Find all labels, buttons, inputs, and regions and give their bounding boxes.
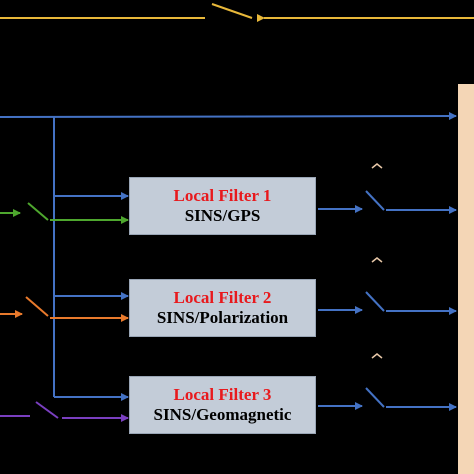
filter1-output-line [318,163,457,214]
top-feedback-line [0,3,474,22]
hat-symbol-2 [371,257,383,263]
gps-input-line [0,202,129,224]
local-filter-2-title: Local Filter 2 [173,288,272,308]
filter1-switch [365,190,385,211]
sins-bus-line [0,112,457,401]
polarization-input-line [0,296,129,322]
local-filter-3-title: Local Filter 3 [173,385,272,405]
master-filter-panel [458,84,474,474]
geomagnetic-switch [35,401,59,419]
gps-switch [27,202,49,221]
filter3-output-line [318,353,457,411]
local-filter-2-subtitle: SINS/Polarization [156,308,289,327]
filter3-switch [365,387,385,408]
local-filter-3-box: Local Filter 3 SINS/Geomagnetic [129,376,316,434]
polarization-switch [25,296,49,317]
local-filter-3-subtitle: SINS/Geomagnetic [153,405,292,424]
hat-symbol-1 [371,163,383,169]
filter2-output-line [318,257,457,315]
local-filter-1-subtitle: SINS/GPS [184,206,261,225]
local-filter-2-box: Local Filter 2 SINS/Polarization [129,279,316,337]
top-switch [211,3,253,19]
local-filter-1-box: Local Filter 1 SINS/GPS [129,177,316,235]
filter2-switch [365,291,385,312]
local-filter-1-title: Local Filter 1 [173,186,272,206]
hat-symbol-3 [371,353,383,359]
geomagnetic-input-line [0,401,129,422]
